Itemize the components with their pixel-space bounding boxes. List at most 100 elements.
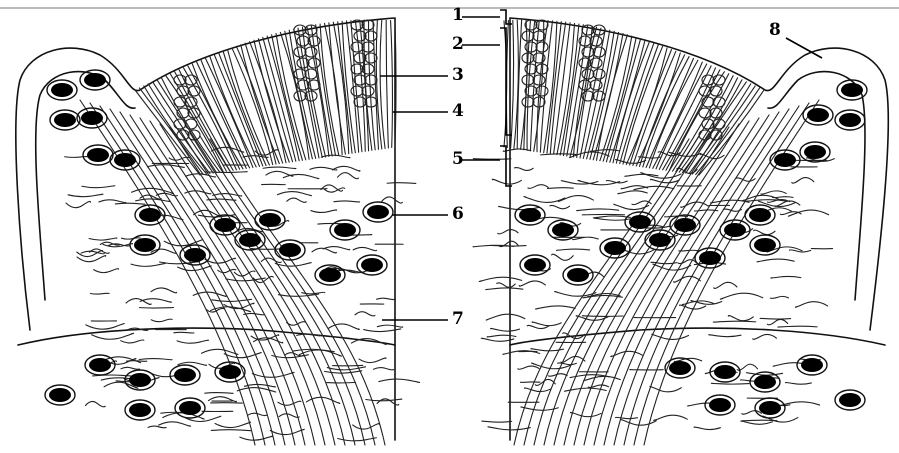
network-strand: [757, 259, 794, 262]
fiber-line: [228, 50, 270, 165]
network-strand: [377, 325, 402, 327]
network-strand: [792, 178, 814, 184]
cell-oval: [522, 31, 534, 41]
nucleus: [519, 208, 541, 222]
right-tissue-section: [473, 18, 888, 445]
nucleus: [139, 208, 161, 222]
network-strand: [492, 179, 521, 184]
network-strand: [131, 263, 165, 266]
nucleus: [807, 108, 829, 122]
network-strand: [279, 414, 299, 418]
network-strand: [185, 174, 215, 177]
network-strand: [353, 424, 380, 430]
network-strand: [382, 197, 403, 203]
nucleus: [749, 208, 771, 222]
nucleus: [319, 268, 341, 282]
nucleus: [49, 388, 71, 402]
network-strand: [321, 185, 343, 191]
fiber-line: [380, 20, 385, 148]
network-strand: [582, 316, 623, 317]
network-strand: [497, 283, 515, 287]
nucleus: [184, 248, 206, 262]
network-strand: [207, 199, 236, 200]
network-strand: [741, 421, 773, 424]
cell-oval: [365, 31, 377, 41]
nucleus: [134, 238, 156, 252]
network-strand: [536, 306, 576, 309]
network-strand: [85, 401, 105, 406]
nucleus: [89, 358, 111, 372]
fiber-line: [386, 20, 388, 148]
network-strand: [387, 183, 416, 184]
nucleus: [114, 153, 136, 167]
network-strand: [270, 429, 304, 434]
fiber-line: [263, 37, 296, 161]
network-strand: [788, 210, 828, 216]
network-strand: [68, 194, 103, 196]
network-strand: [491, 328, 520, 331]
nucleus: [839, 393, 861, 407]
network-strand: [770, 296, 788, 298]
nucleus: [709, 398, 731, 412]
network-strand: [234, 271, 255, 276]
network-strand: [515, 168, 534, 171]
cell-oval: [362, 86, 374, 96]
cell-oval: [294, 47, 306, 57]
network-strand: [174, 332, 194, 333]
cell-oval: [354, 97, 366, 107]
network-strand: [169, 157, 188, 160]
cell-oval: [305, 69, 317, 79]
nucleus: [179, 401, 201, 415]
network-strand: [353, 247, 376, 250]
nucleus: [804, 145, 826, 159]
network-strand: [374, 368, 394, 370]
network-strand: [205, 393, 233, 394]
network-strand: [713, 321, 755, 322]
network-strand: [359, 358, 386, 363]
nucleus: [841, 83, 863, 97]
nucleus: [699, 251, 721, 265]
network-strand: [244, 384, 275, 387]
cell-oval: [297, 36, 309, 46]
network-strand: [244, 313, 265, 314]
network-strand: [709, 335, 741, 337]
network-strand: [518, 366, 539, 369]
network-strand: [377, 298, 396, 299]
nucleus: [754, 238, 776, 252]
network-strand: [616, 417, 638, 418]
network-strand: [555, 292, 596, 297]
nucleus: [629, 215, 651, 229]
network-strand: [571, 412, 601, 416]
network-strand: [115, 203, 145, 204]
network-strand: [215, 422, 251, 427]
network-strand: [527, 325, 548, 328]
network-strand: [547, 188, 573, 189]
left-tissue-section: [16, 18, 420, 445]
network-strand: [754, 230, 775, 235]
network-strand: [338, 173, 359, 179]
network-strand: [334, 201, 360, 202]
nucleus: [174, 368, 196, 382]
network-strand: [159, 422, 191, 426]
network-strand: [556, 249, 589, 250]
network-strand: [121, 367, 140, 369]
network-strand: [634, 186, 674, 189]
fiber-line: [285, 31, 313, 159]
cell-oval: [710, 108, 722, 118]
network-strand: [194, 210, 221, 216]
network-strand: [121, 238, 140, 239]
nucleus: [839, 113, 861, 127]
network-strand: [486, 288, 523, 290]
nucleus: [279, 243, 301, 257]
fiber-line: [636, 53, 680, 166]
nucleus: [674, 218, 696, 232]
nucleus: [552, 223, 574, 237]
network-strand: [66, 201, 90, 207]
nucleus: [87, 148, 109, 162]
network-strand: [379, 379, 420, 382]
bracket-5: [462, 146, 512, 186]
cell-oval: [365, 53, 377, 63]
nucleus: [361, 258, 383, 272]
cell-oval: [593, 91, 605, 101]
